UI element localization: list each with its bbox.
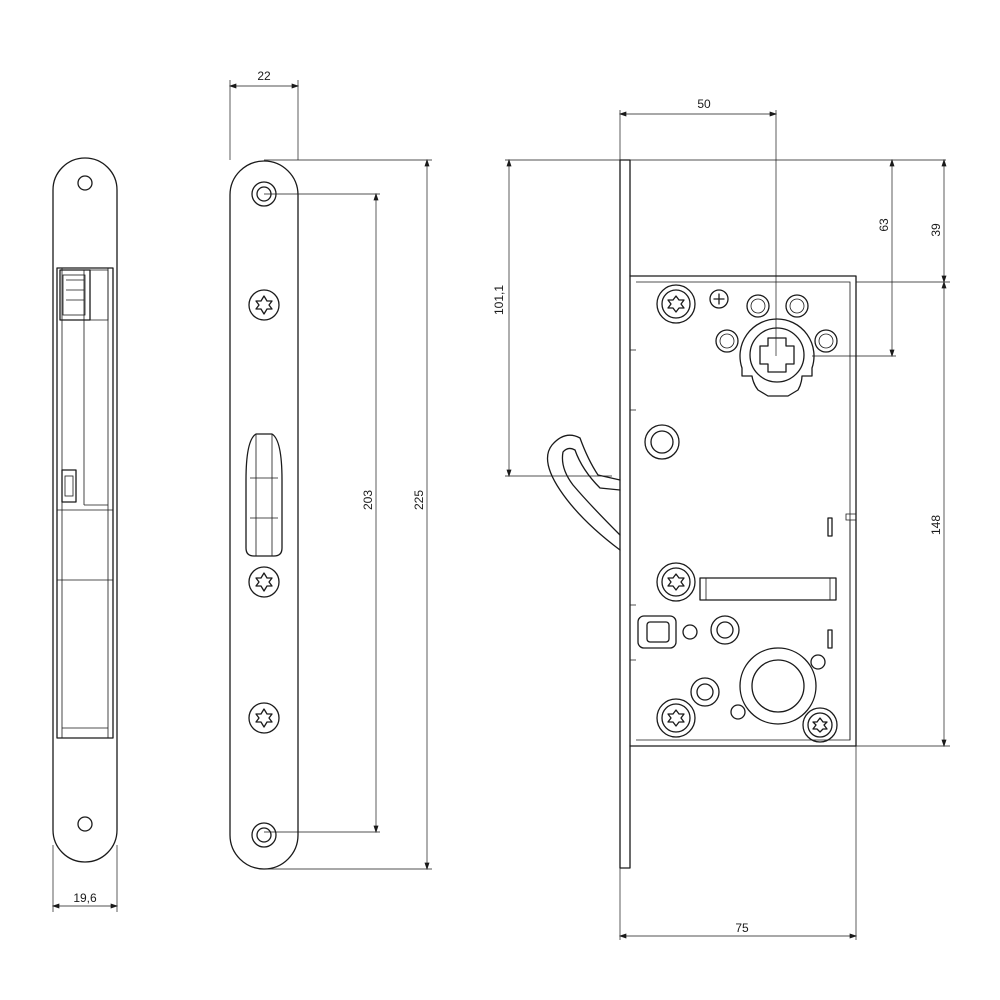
dim-backset-label: 50: [697, 97, 711, 111]
cylinder-hole: [739, 647, 817, 725]
case-ring-bottom: [690, 677, 720, 707]
dim-faceplate-width-label: 22: [257, 69, 271, 83]
dim-case-height: 148: [856, 280, 950, 748]
dim-faceplate-length-label: 225: [412, 490, 426, 510]
dim-top-to-spindle: 63: [630, 158, 946, 358]
spindle-follower: [739, 318, 815, 397]
dim-case-height-label: 148: [929, 515, 943, 535]
dim-side-width-label: 19,6: [73, 891, 97, 905]
square-button: [637, 615, 677, 649]
slot-markers: [827, 513, 857, 740]
torx-screw-3: [248, 702, 280, 734]
spindle-ring-holes: [715, 294, 838, 353]
dim-hook-height: 101,1: [492, 158, 620, 478]
dim-top-to-case-label: 39: [929, 223, 943, 237]
phillips-screw: [709, 289, 729, 309]
dim-top-to-case: 39: [856, 158, 950, 284]
case-screw-middle: [656, 562, 837, 602]
dim-faceplate-length: 225: [264, 158, 432, 871]
torx-screw-2: [248, 566, 280, 598]
case-ring-mid: [644, 424, 680, 460]
dim-case-depth: 75: [618, 746, 858, 940]
dim-hook-height-label: 101,1: [492, 285, 506, 315]
dim-case-depth-label: 75: [735, 921, 749, 935]
hook-bolt: [245, 433, 283, 557]
dim-screw-span: 203: [264, 192, 380, 834]
dim-screw-span-label: 203: [361, 490, 375, 510]
case-screw-bottom-right: [802, 707, 838, 743]
lock-body-view: [546, 159, 857, 869]
torx-screw-1: [248, 289, 280, 321]
dim-faceplate-width: 22: [228, 69, 300, 160]
faceplate-view: [229, 160, 299, 870]
case-screw-top: [656, 284, 696, 324]
hook-latch: [546, 434, 621, 551]
dim-top-to-spindle-label: 63: [877, 218, 891, 232]
side-view: [52, 157, 118, 863]
dim-side-width: 19,6: [51, 845, 119, 912]
case-screw-bottom-left: [656, 698, 696, 738]
dim-backset: 50: [618, 97, 778, 356]
case-ring-lower: [710, 615, 740, 645]
